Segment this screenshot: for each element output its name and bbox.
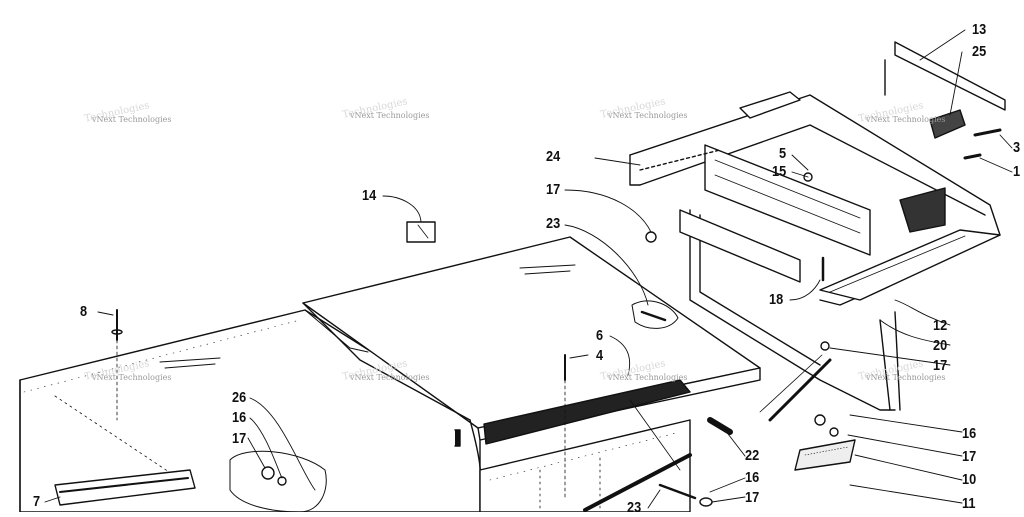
callout-15: 15 [772,163,787,180]
callout-17: 17 [745,489,760,506]
callout-17: 17 [933,357,948,374]
rack-frame [629,91,1001,411]
hardware [229,172,839,513]
callout-3: 3 [1013,139,1021,156]
callout-16: 16 [232,409,247,426]
callout-5: 5 [779,145,787,162]
support-rod [583,354,832,512]
callout-17: 17 [962,448,977,465]
callout-16: 16 [745,469,760,486]
callout-6: 6 [596,327,604,344]
hood-panel [302,236,761,513]
callout-23: 23 [627,499,642,516]
callout-12: 12 [933,317,948,334]
callout-18: 18 [769,291,784,308]
callout-7: 7 [33,493,41,510]
leader-lines [44,29,1013,509]
callout-20: 20 [933,337,948,354]
callout-13: 13 [972,21,987,38]
callout-1: 1 [1013,163,1021,180]
top-bracket [884,41,1006,160]
callout-16: 16 [962,425,977,442]
callout-14: 14 [362,187,377,204]
callout-26: 26 [232,389,247,406]
screw-8 [111,309,123,421]
reflector [794,439,856,471]
callout-24: 24 [546,148,561,165]
left-bracket [54,469,196,506]
callout-4: 4 [596,347,604,364]
callout-23: 23 [546,215,561,232]
callout-10: 10 [962,471,977,488]
callout-11: 11 [962,495,976,512]
callout-8: 8 [80,303,88,320]
callout-22: 22 [745,447,760,464]
callout-17: 17 [546,181,561,198]
callout-25: 25 [972,43,987,60]
callout-17: 17 [232,430,247,447]
decal [406,221,436,243]
